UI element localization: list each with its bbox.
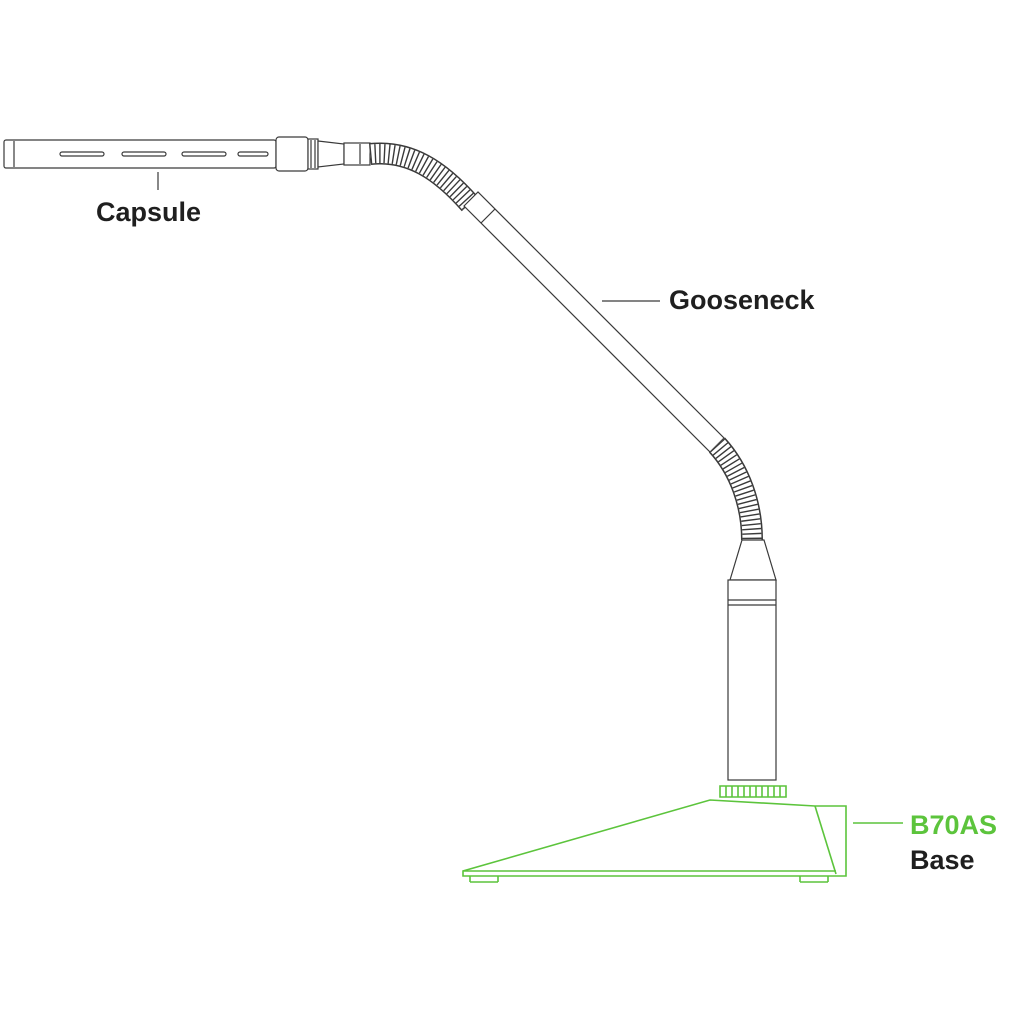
- gooseneck-label: Gooseneck: [669, 285, 815, 315]
- capsule-label: Capsule: [96, 197, 202, 227]
- gooseneck-tube: [463, 191, 725, 453]
- base-model-label: B70AS: [910, 810, 998, 840]
- base-drawing: [462, 785, 847, 883]
- shaft-drawing: [727, 539, 777, 781]
- gooseneck-lower-flex: [708, 437, 763, 541]
- gooseneck-upper-flex: [368, 142, 479, 212]
- capsule-drawing: [3, 136, 371, 172]
- base-name-label: Base: [910, 845, 975, 875]
